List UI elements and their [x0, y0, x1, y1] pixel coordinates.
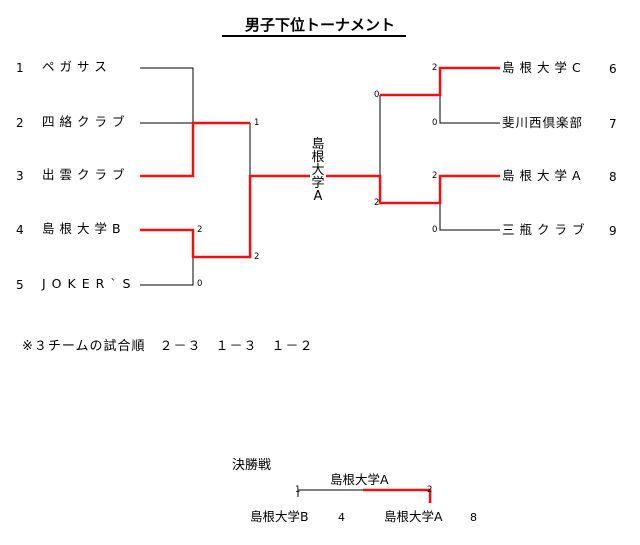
team-number: 6: [609, 62, 617, 76]
team-name: 島根大学B: [42, 221, 126, 236]
score-label: 1: [254, 118, 260, 128]
score-label: 0: [432, 118, 438, 128]
final-score-left: 1: [295, 485, 301, 495]
team-name: 三瓶クラブ: [502, 222, 590, 237]
team-name: JOKER`S: [42, 276, 137, 291]
line-pegasus: [140, 67, 194, 123]
champion-name: 島根大学A: [311, 137, 325, 204]
score-label: 2: [197, 225, 203, 235]
score-label: 0: [374, 90, 380, 100]
score-label: 2: [374, 198, 380, 208]
match-order-note: ※３チームの試合順 ２－３ １－３ １－２: [22, 339, 314, 354]
team-number: 7: [609, 117, 617, 131]
team-number: 9: [609, 224, 617, 238]
team-number: 1: [16, 61, 24, 75]
team-number: 2: [16, 116, 24, 130]
line-final-left: [297, 489, 363, 497]
team-number: 3: [16, 169, 24, 183]
team-name: 島根大学C: [502, 60, 586, 75]
team-number: 4: [16, 223, 24, 237]
title-underline: [222, 35, 406, 37]
final-team-right-number: 8: [470, 511, 477, 524]
score-label: 2: [432, 171, 438, 181]
win-path-final: [363, 488, 432, 503]
final-score-right: 2: [427, 485, 433, 495]
score-label: 0: [197, 279, 203, 289]
team-name: 出雲クラブ: [42, 167, 130, 182]
line-sanbe: [439, 203, 500, 231]
team-name: 斐川西倶楽部: [502, 115, 584, 130]
line-hikawa: [439, 95, 500, 124]
score-label: 2: [432, 63, 438, 73]
page-title: 男子下位トーナメント: [244, 16, 395, 34]
win-path-shimane-a: [326, 174, 500, 205]
team-number: 8: [609, 170, 617, 184]
final-team-right: 島根大学A: [384, 509, 443, 524]
team-number: 5: [16, 278, 24, 292]
final-label: 決勝戦: [232, 458, 272, 473]
win-path-shimane-b: [140, 174, 310, 259]
final-team-left-number: 4: [338, 511, 345, 524]
win-path-shimane-c: [380, 66, 500, 97]
score-label: 2: [254, 252, 260, 262]
score-label: 0: [432, 225, 438, 235]
team-name: 四絡クラブ: [42, 114, 130, 129]
line-joker: [140, 257, 194, 286]
final-winner-name: 島根大学A: [330, 472, 389, 487]
team-name: ペガサス: [42, 59, 112, 74]
win-path-izumo: [140, 121, 250, 178]
team-name: 島根大学A: [502, 168, 586, 183]
final-team-left: 島根大学B: [250, 509, 309, 524]
